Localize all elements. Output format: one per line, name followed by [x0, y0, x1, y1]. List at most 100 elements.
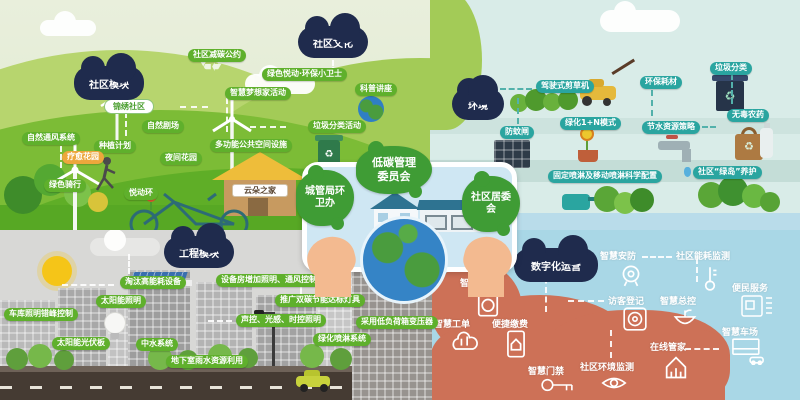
- earth-globe: [360, 216, 448, 304]
- brain-cloud-icon: [450, 329, 482, 357]
- tag-water-saving-strategy: 节水资源策略: [642, 121, 700, 134]
- residents-committee-blob: 社区居委会: [462, 171, 520, 236]
- tag-eco-consumables: 环保耗材: [640, 76, 682, 89]
- car-icon: [296, 376, 330, 387]
- dashed-connector: [568, 300, 604, 302]
- digital-item-label: 社区环境监测: [580, 363, 635, 373]
- dashed-connector: [208, 320, 232, 322]
- tag-sensor-lighting: 声控、光感、时控照明: [236, 314, 326, 327]
- digital-item-label: 智慧总控: [660, 297, 697, 307]
- digital-item-label: 在线管家: [650, 343, 687, 353]
- terracotta-blob: [430, 360, 725, 400]
- dashed-connector: [125, 112, 127, 136]
- city-bureau-blob: 城管局环卫办: [296, 165, 354, 230]
- digital-item-label: 社区能耗监测: [676, 252, 731, 262]
- mower-engine: [588, 79, 604, 87]
- street-lamp-head: [254, 310, 264, 315]
- tag-sprinkler-config: 固定喷淋及移动喷淋科学配置: [548, 170, 662, 183]
- bulb-base: [111, 333, 119, 339]
- tag-reclaimed-water: 中水系统: [136, 338, 178, 351]
- digital-item-label: 便民服务: [732, 284, 769, 294]
- tag-garage-lighting: 车库照明错峰控制: [4, 308, 78, 321]
- dashed-connector: [651, 90, 653, 116]
- tag-green-cycling: 绿色骑行: [44, 179, 86, 192]
- tag-carbon-pact: 社区减碳公约: [188, 49, 246, 62]
- tag-equipment-room-control: 设备房增加照明、通风控制系统: [216, 274, 338, 287]
- dashed-connector: [300, 282, 302, 294]
- tag-dual-carbon-lamps: 推广双碳节能达标灯具: [275, 294, 365, 307]
- house-window: [378, 213, 388, 222]
- runner-figure: [95, 157, 116, 191]
- car-wheel: [320, 384, 328, 392]
- car-wheel: [300, 384, 308, 392]
- tag-night-garden: 夜间花园: [160, 152, 202, 165]
- tag-ride-on-mower: 驾驶式剪草机: [536, 80, 594, 93]
- road-lane-markings: [0, 386, 430, 389]
- bicycle-icon: [129, 192, 249, 230]
- tag-rainwater-reuse: 地下室雨水资源利用: [166, 355, 248, 368]
- community-module-cloud: 社区模块: [74, 53, 144, 100]
- digital-item-label: 智慧门禁: [528, 367, 565, 377]
- dashed-connector: [545, 268, 547, 312]
- street-tree: [330, 348, 352, 370]
- street-tree: [6, 348, 28, 370]
- sidewalk: [0, 366, 430, 372]
- digital-item-label: 智慧车场: [722, 328, 759, 338]
- milk-bottle-icon: [760, 128, 773, 158]
- tag-mosquito-gate: 防蚊闸: [500, 126, 534, 139]
- control-bowl-icon: [672, 306, 698, 334]
- tag-waste-sorting: 垃圾分类: [710, 62, 752, 75]
- dashed-connector: [517, 98, 519, 124]
- engineering-cloud: 工程模块: [164, 223, 234, 268]
- culture-cloud: 社区文化: [298, 13, 368, 58]
- tag-green-island-care: 社区“绿岛”养护: [693, 166, 762, 179]
- smart-home-icon: [662, 353, 690, 385]
- tag-solar-pv: 太阳能光伏板: [52, 337, 110, 350]
- dashed-connector: [731, 74, 733, 104]
- parking-monitor-icon: [730, 337, 766, 369]
- sun-icon: [42, 256, 72, 286]
- mobile-payment-icon: [505, 329, 527, 363]
- dashed-connector: [226, 98, 228, 132]
- house-roof: [370, 192, 420, 209]
- street-lamp-arm: [258, 312, 275, 315]
- flower-stem: [150, 198, 152, 210]
- bush: [510, 94, 528, 112]
- flower-stem: [586, 138, 588, 151]
- tag-activity-ring: 悦动环: [124, 187, 158, 200]
- dashed-connector: [128, 254, 130, 274]
- dashed-connector: [686, 126, 716, 128]
- tag-nontoxic-pesticide: 无毒农药: [727, 109, 769, 122]
- tree: [760, 192, 780, 212]
- dashed-connector: [60, 146, 62, 168]
- tag-remove-high-energy: 淘汰高能耗设备: [120, 276, 186, 289]
- waste-bin-lid: [712, 75, 748, 81]
- tag-waste-sorting-activity: 垃圾分类活动: [308, 120, 366, 133]
- dashed-connector: [610, 330, 612, 358]
- bush: [525, 89, 547, 111]
- committee-blob: 低碳管理委员会: [356, 141, 432, 198]
- waste-bin-icon: ♻: [716, 81, 744, 111]
- mower-wheel: [582, 96, 592, 106]
- faucet-icon: [658, 141, 690, 150]
- water-drop-icon: [684, 167, 691, 177]
- sprinkler-nozzle: [588, 197, 597, 201]
- environment-cloud: 环境: [452, 75, 504, 120]
- tag-dreamer-activity: 智慧梦想家活动: [225, 87, 291, 100]
- digital-item-label: 访客登记: [608, 297, 645, 307]
- tag-green-guardian: 绿色悦动·环保小卫士: [262, 68, 348, 81]
- sprinkler-robot-icon: [562, 194, 590, 210]
- dashed-connector: [685, 348, 719, 350]
- street-tree: [54, 350, 74, 370]
- tag-greening-sprinkler: 绿化喷淋系统: [313, 333, 371, 346]
- thermometer-icon: [700, 264, 720, 296]
- eye-monitor-icon: [600, 374, 628, 396]
- white-cloud: [40, 11, 96, 36]
- street-lamp-pole: [272, 312, 275, 374]
- service-kiosk-icon: [740, 294, 774, 324]
- bush: [88, 192, 108, 212]
- dashed-connector: [180, 106, 208, 108]
- tree: [630, 188, 654, 212]
- bush: [543, 93, 561, 111]
